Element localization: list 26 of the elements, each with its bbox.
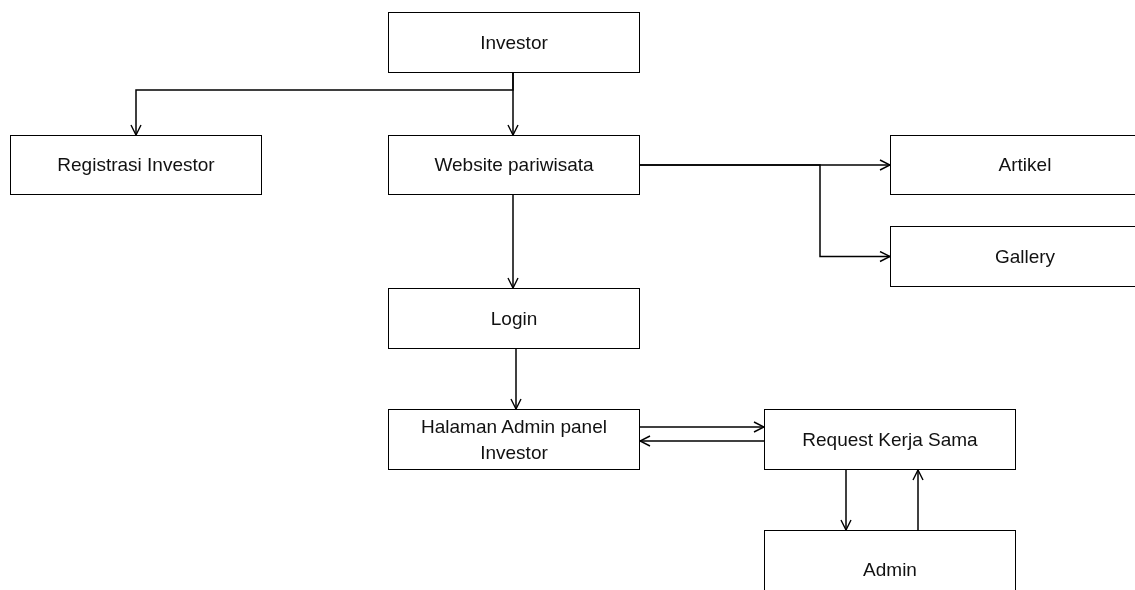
box-label: Gallery [994,244,1056,269]
box-label: Website pariwisata [434,153,594,178]
arrow [507,194,519,289]
arrow [639,164,891,263]
box-label: Admin [863,558,917,583]
box-label: Artikel [998,153,1052,178]
box-label: Halaman Admin panel Investor [420,414,608,465]
process-box [388,288,640,349]
arrow [510,348,522,410]
arrow [840,469,852,531]
process-box [388,409,640,470]
arrow [639,435,765,447]
arrow [912,469,924,531]
arrow [639,421,765,433]
process-box [388,135,640,195]
process-box [890,135,1135,195]
process-box [764,409,1016,470]
box-label: Registrasi Investor [57,153,215,178]
box-label: Login [490,306,538,331]
process-box [764,530,1016,590]
process-box [890,226,1135,287]
process-box [10,135,262,195]
box-label: Request Kerja Sama [802,427,978,452]
process-box [388,12,640,73]
arrow [507,72,519,136]
box-label: Investor [480,30,548,55]
